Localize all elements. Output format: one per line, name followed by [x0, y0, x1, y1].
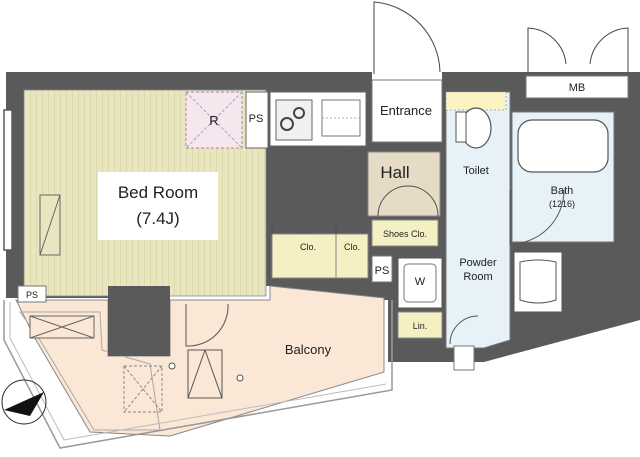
balcony-label: Balcony	[285, 342, 332, 357]
entrance-label: Entrance	[380, 103, 432, 118]
hall-label: Hall	[380, 163, 409, 182]
meter-box	[525, 27, 629, 99]
closet-1-label: Clo.	[300, 242, 316, 252]
hall-area	[367, 151, 441, 247]
wet-area	[371, 91, 615, 371]
powder-room-label-line2: Room	[463, 271, 492, 283]
ps-hall-label: PS	[375, 265, 390, 277]
ps-bed-label: PS	[249, 113, 264, 125]
bath-size-label: (1216)	[549, 199, 575, 209]
toilet-label: Toilet	[463, 165, 489, 177]
closets	[271, 149, 369, 279]
bedroom-size-label: (7.4J)	[136, 209, 179, 228]
powder-room-label-line1: Powder	[459, 257, 497, 269]
kitchen-area	[185, 91, 367, 149]
linen-label: Lin.	[413, 321, 428, 331]
bath-label: Bath	[551, 185, 574, 197]
mb-label: MB	[569, 82, 586, 94]
balcony-area	[3, 285, 393, 449]
ps-left-label: PS	[26, 290, 38, 300]
north-arrow-icon	[1, 379, 47, 425]
bedroom-label: Bed Room	[118, 183, 198, 202]
refrigerator-label: R	[209, 113, 218, 128]
closet-2-label: Clo.	[344, 242, 360, 252]
entrance-area	[371, 1, 443, 143]
shoes-closet-label: Shoes Clo.	[383, 229, 427, 239]
ps-box-left	[17, 285, 47, 303]
washer-label: W	[415, 276, 426, 288]
